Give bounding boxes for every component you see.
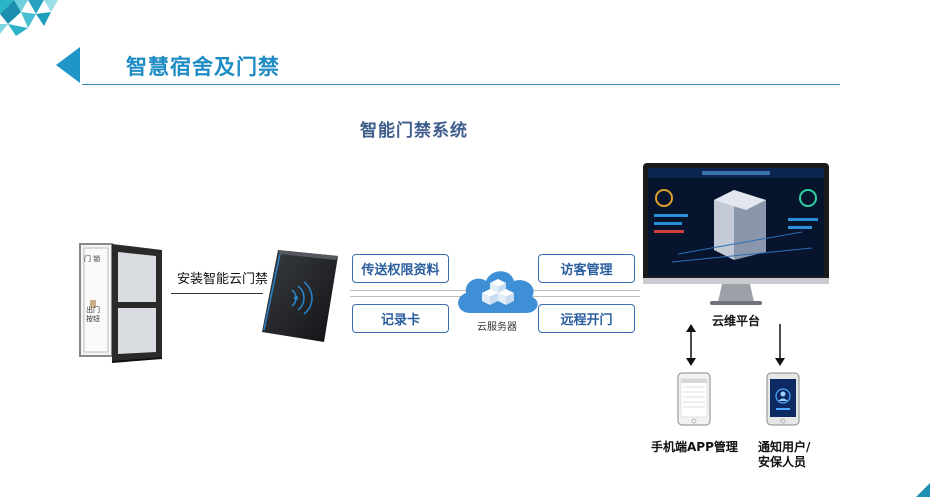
page-title: 智慧宿舍及门禁 <box>126 55 280 79</box>
install-connector <box>171 293 263 294</box>
mobile-app-label: 手机端APP管理 <box>651 440 738 454</box>
tag-permission-data: 传送权限资料 <box>352 254 449 283</box>
tag-visitor-management: 访客管理 <box>538 254 635 283</box>
title-divider <box>82 84 840 85</box>
tag-record-card: 记录卡 <box>352 304 449 333</box>
card-reader-image <box>262 250 338 342</box>
corner-decoration <box>0 0 58 36</box>
door-image <box>79 243 163 363</box>
mobile-app-phone-image <box>677 372 711 426</box>
notify-phone-image <box>766 372 800 426</box>
title-arrow-icon <box>56 47 80 83</box>
notify-users-line-1: 通知用户/ <box>758 440 811 454</box>
exit-button-label: 出门 按钮 <box>86 306 100 323</box>
bidirectional-arrow-icon <box>686 324 696 366</box>
diagram-title: 智能门禁系统 <box>360 121 468 141</box>
install-label: 安装智能云门禁 <box>177 272 269 287</box>
platform-monitor-image <box>643 163 829 305</box>
tag-remote-open: 远程开门 <box>538 304 635 333</box>
door-lock-label: 门 锁 <box>84 255 101 263</box>
cloud-server-icon <box>458 271 538 313</box>
down-arrow-icon <box>775 324 785 366</box>
cloud-platform-label: 云维平台 <box>712 314 761 328</box>
corner-decoration-bottom <box>916 483 930 497</box>
notify-users-label: 通知用户/ 安保人员 <box>758 440 810 470</box>
cloud-server-label: 云服务器 <box>477 322 517 333</box>
notify-users-line-2: 安保人员 <box>758 455 807 469</box>
